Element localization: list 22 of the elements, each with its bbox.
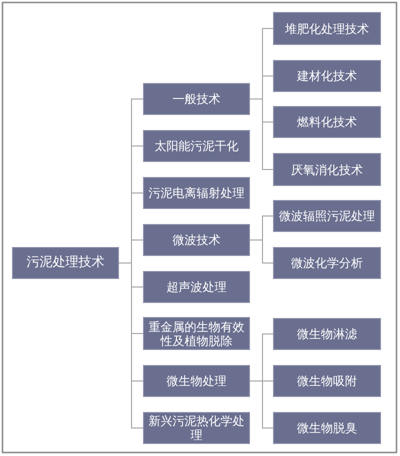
topic-box: 一般技术	[143, 83, 250, 115]
connector-line	[118, 262, 144, 428]
topic-box: 微波辐照污泥处理	[273, 200, 381, 232]
connector-line	[250, 98, 274, 170]
topic-box: 新兴污泥热化学处理	[143, 412, 250, 444]
topic-box: 微波技术	[143, 224, 250, 256]
topic-box: 燃料化技术	[273, 106, 381, 138]
topic-box: 微生物处理	[143, 365, 250, 397]
topic-box: 微生物吸附	[273, 365, 381, 397]
topic-box: 污泥电离辐射处理	[143, 177, 250, 209]
topic-box: 微生物脱臭	[273, 412, 381, 444]
topic-box: 超声波处理	[143, 271, 250, 303]
topic-box: 微生物淋滤	[273, 318, 381, 350]
connector-line	[250, 240, 274, 264]
topic-box: 厌氧消化技术	[273, 153, 381, 186]
topic-box: 微波化学分析	[273, 247, 381, 279]
connector-line	[250, 380, 274, 428]
topic-box: 堆肥化处理技术	[273, 12, 381, 45]
root-topic-box: 污泥处理技术	[12, 247, 119, 279]
topic-box: 太阳能污泥干化	[143, 130, 250, 162]
topic-box: 建材化技术	[273, 60, 381, 92]
topic-box: 重金属的生物有效性及植物脱除	[143, 317, 250, 350]
